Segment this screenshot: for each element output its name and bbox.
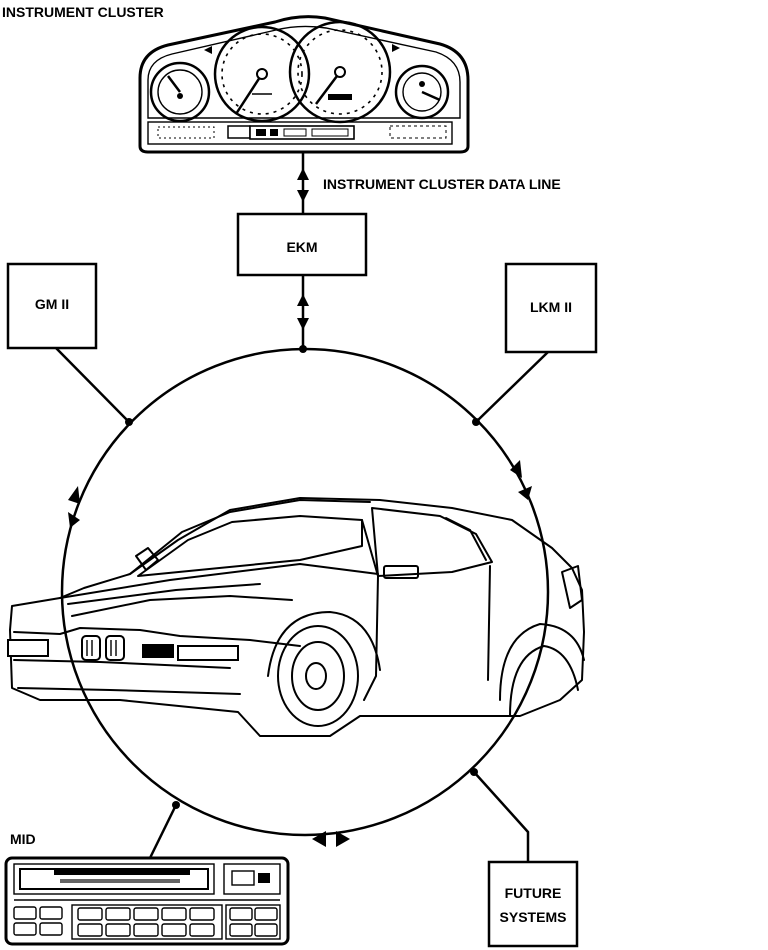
future-bus-link <box>473 771 530 862</box>
bus-ring-nodes <box>125 345 480 809</box>
future-label-line2: SYSTEMS <box>500 909 567 925</box>
mid-panel-icon <box>4 856 290 946</box>
lkm-bus-link <box>475 351 549 423</box>
ekm-link-arrows <box>297 294 309 330</box>
gm-label: GM II <box>35 296 69 312</box>
data-line-arrows <box>297 168 309 202</box>
instrument-cluster-label: INSTRUMENT CLUSTER <box>2 4 164 20</box>
car-icon <box>7 497 585 737</box>
lkm-label: LKM II <box>530 299 572 315</box>
data-line-label: INSTRUMENT CLUSTER DATA LINE <box>323 176 561 192</box>
future-systems-box <box>487 860 579 948</box>
ekm-label: EKM <box>286 239 317 255</box>
instrument-cluster-icon <box>138 15 470 154</box>
gm-box <box>6 262 98 350</box>
mid-label: MID <box>10 831 36 847</box>
bus-ring-arrows <box>68 460 532 847</box>
gm-bus-link <box>55 347 130 423</box>
mid-bus-link <box>148 804 178 859</box>
future-label-line1: FUTURE <box>505 885 562 901</box>
lkm-box <box>504 262 598 354</box>
